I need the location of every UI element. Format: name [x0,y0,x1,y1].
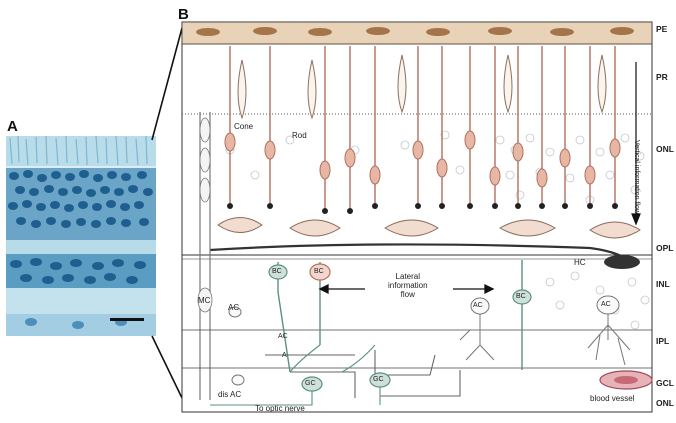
ganglion-cell-label-2: GC [373,376,384,383]
layer-pe-label: PE [656,24,667,34]
layer-onl-bottom-label: ONL [656,398,674,408]
horizontal-cell-body [604,255,640,269]
vertical-flow-label: Vertical information flow [633,140,640,214]
layer-inl-label: INL [656,279,670,289]
horizontal-cell-label: HC [574,258,586,267]
rod-label: Rod [292,131,307,140]
amacrine-cell-label-2: AC [473,302,483,309]
layer-onl-label: ONL [656,144,674,154]
amacrine-cell-label-3: AC [601,301,611,308]
muller-cell-label: MC [198,296,210,305]
lateral-flow-line-3: flow [388,290,428,299]
optic-nerve-label: To optic nerve [255,404,305,413]
amacrine-cell-label-1: AC [228,303,239,312]
circuit-drawing [170,0,676,418]
layer-opl-label: OPL [656,243,673,253]
lateral-flow-line-1: Lateral [388,272,428,281]
bipolar-cell-label-2: BC [314,268,324,275]
bipolar-cell-label-1: BC [272,268,282,275]
bipolar-cell-label-3: BC [516,293,526,300]
cone-label: Cone [234,122,253,131]
cell-label-a: A [282,352,287,359]
lateral-flow-line-2: information [388,281,428,290]
ganglion-cell-label-1: GC [305,380,316,387]
layer-ipl-label: IPL [656,336,669,346]
retina-circuit-diagram: PE PR ONL OPL INL IPL GCL ONL Cone Rod B… [170,0,676,418]
layer-gcl-label: GCL [656,378,674,388]
lateral-flow-annotation: Lateral information flow [388,272,428,299]
displaced-amacrine-label: dis AC [218,390,241,399]
blood-vessel-label: blood vessel [590,394,634,403]
amacrine-cell-label-4: AC [278,333,288,340]
layer-pr-label: PR [656,72,668,82]
